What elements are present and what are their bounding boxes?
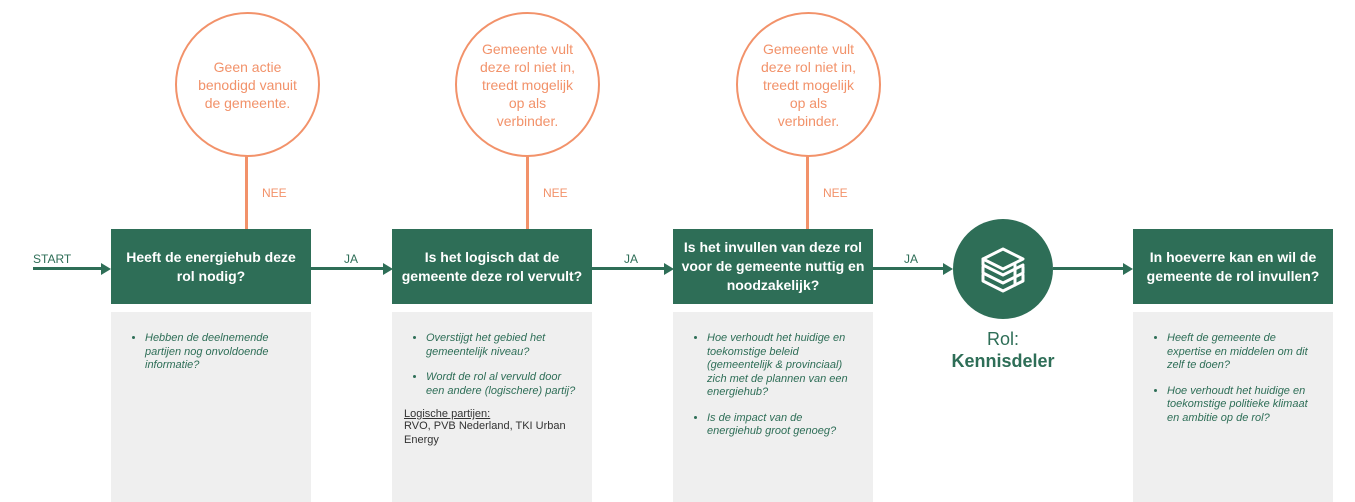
decision-box-1: Heeft de energiehub deze rol nodig? — [111, 229, 311, 304]
yes-connector-1 — [311, 267, 384, 270]
considerations-panel-1: Hebben de deelnemende partijen nog onvol… — [111, 312, 311, 502]
no-outcome-circle-1: Geen actie benodigd vanuit de gemeente. — [175, 12, 320, 157]
consideration-item: Wordt de rol al vervuld door een andere … — [426, 371, 578, 398]
consideration-item: Hebben de deelnemende partijen nog onvol… — [145, 332, 297, 373]
role-prefix: Rol: — [986, 329, 1019, 349]
no-outcome-circle-3: Gemeente vult deze rol niet in, treedt m… — [736, 12, 881, 157]
logical-parties-title: Logische partijen: — [404, 408, 491, 420]
consideration-item: Is de impact van de energiehub groot gen… — [707, 412, 859, 439]
final-considerations-list: Heeft de gemeente de expertise en middel… — [1145, 332, 1319, 425]
final-question: In hoeverre kan en wil de gemeente de ro… — [1146, 248, 1320, 284]
no-connector-3 — [806, 156, 809, 230]
no-outcome-text-3: Gemeente vult deze rol niet in, treedt m… — [761, 40, 856, 129]
considerations-list-1: Hebben de deelnemende partijen nog onvol… — [123, 332, 297, 373]
no-label-3: NEE — [823, 186, 848, 200]
consideration-item: Heeft de gemeente de expertise en middel… — [1167, 332, 1319, 373]
decision-box-2: Is het logisch dat de gemeente deze rol … — [392, 229, 592, 304]
considerations-list-2: Overstijgt het gebied het gemeentelijk n… — [404, 332, 578, 398]
no-outcome-circle-2: Gemeente vult deze rol niet in, treedt m… — [455, 12, 600, 157]
yes-arrowhead-3 — [943, 262, 953, 275]
no-label-1: NEE — [262, 186, 287, 200]
decision-question-1: Heeft de energiehub deze rol nodig? — [126, 248, 296, 284]
considerations-panel-3: Hoe verhoudt het huidige en toekomstige … — [673, 312, 873, 502]
consideration-item: Hoe verhoudt het huidige en toekomstige … — [1167, 385, 1319, 426]
yes-label-3: JA — [904, 252, 919, 266]
start-connector — [33, 267, 103, 270]
final-considerations-panel: Heeft de gemeente de expertise en middel… — [1133, 312, 1333, 502]
final-question-box: In hoeverre kan en wil de gemeente de ro… — [1133, 229, 1333, 304]
no-label-2: NEE — [543, 186, 568, 200]
yes-connector-3 — [873, 267, 945, 270]
no-connector-2 — [526, 156, 529, 230]
consideration-item: Overstijgt het gebied het gemeentelijk n… — [426, 332, 578, 359]
decision-question-3: Is het invullen van deze rol voor de gem… — [681, 239, 865, 293]
no-outcome-text-2: Gemeente vult deze rol niet in, treedt m… — [480, 40, 575, 129]
role-name: Kennisdeler — [951, 351, 1055, 371]
decision-question-2: Is het logisch dat de gemeente deze rol … — [401, 248, 583, 284]
logical-parties-list: RVO, PVB Nederland, TKI Urban Energy — [404, 420, 566, 446]
decision-box-3: Is het invullen van deze rol voor de gem… — [673, 229, 873, 304]
yes-arrowhead-2 — [664, 262, 674, 275]
start-arrowhead — [101, 262, 111, 275]
role-circle — [953, 219, 1053, 319]
considerations-panel-2: Overstijgt het gebied het gemeentelijk n… — [392, 312, 592, 502]
no-outcome-text-1: Geen actie benodigd vanuit de gemeente. — [198, 58, 297, 111]
considerations-list-3: Hoe verhoudt het huidige en toekomstige … — [685, 332, 859, 439]
yes-label-2: JA — [624, 252, 639, 266]
role-label: Rol: Kennisdeler — [920, 328, 1086, 372]
yes-connector-2 — [592, 267, 665, 270]
yes-label-1: JA — [344, 252, 359, 266]
start-label: START — [33, 252, 72, 266]
yes-arrowhead-1 — [383, 262, 393, 275]
role-connector — [1053, 267, 1125, 270]
no-connector-1 — [245, 156, 248, 230]
role-arrowhead — [1123, 262, 1133, 275]
consideration-item: Hoe verhoudt het huidige en toekomstige … — [707, 332, 859, 400]
books-icon — [981, 247, 1025, 293]
